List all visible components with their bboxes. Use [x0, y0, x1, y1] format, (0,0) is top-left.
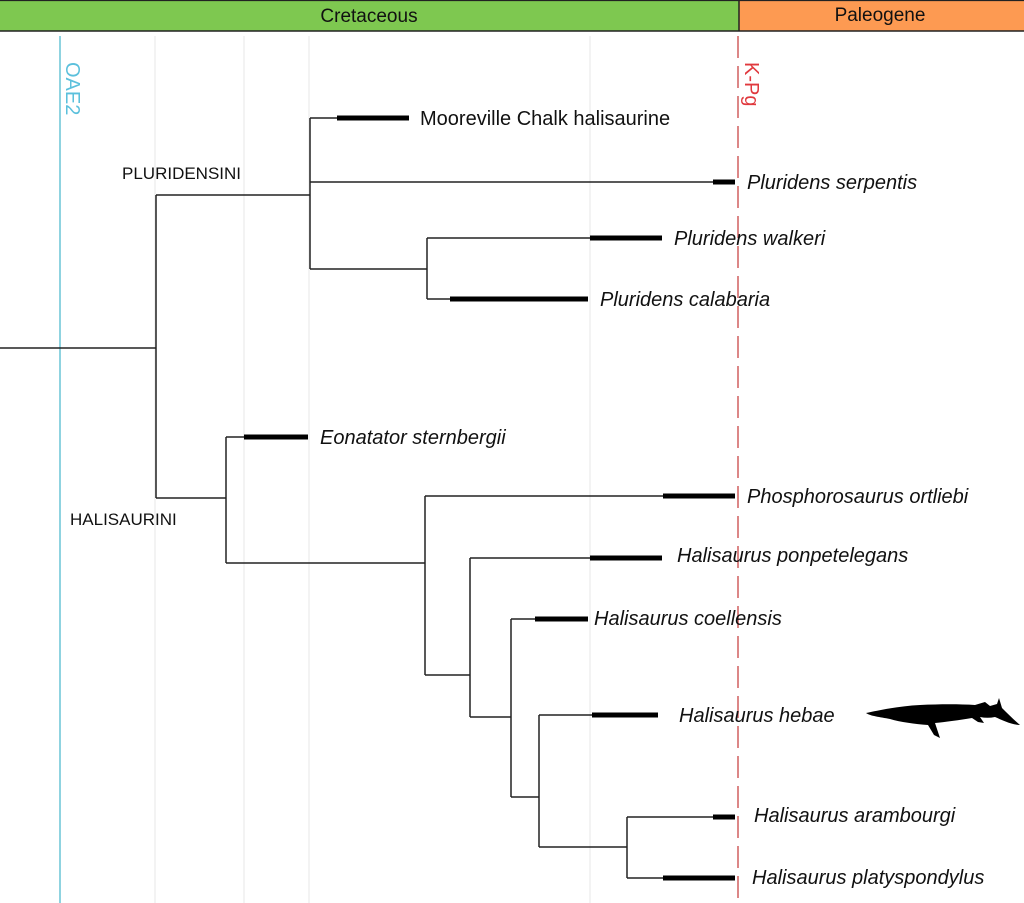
taxon-label: Halisaurus coellensis [594, 608, 782, 630]
period-bar: Cretaceous Paleogene [0, 0, 1024, 32]
tree-branches [0, 117, 713, 879]
clade-label-pluridensini: PLURIDENSINI [122, 164, 241, 183]
taxon-label: Halisaurus platyspondylus [752, 867, 984, 889]
period-paleogene [739, 0, 1024, 31]
taxon-label: Mooreville Chalk halisaurine [420, 108, 670, 130]
kpg-label: K-Pg [740, 62, 762, 106]
taxon-label: Halisaurus arambourgi [754, 805, 956, 827]
oae2-label: OAE2 [61, 62, 83, 115]
taxon-label: Pluridens calabaria [600, 289, 770, 311]
taxon-label: Halisaurus hebae [679, 705, 835, 727]
range-bars [244, 115, 735, 881]
clade-label-halisaurini: HALISAURINI [70, 510, 177, 529]
taxon-label: Phosphorosaurus ortliebi [747, 486, 969, 508]
period-label-cretaceous: Cretaceous [320, 6, 417, 27]
taxon-label: Eonatator sternbergii [320, 427, 506, 449]
mosasaur-silhouette-icon [866, 698, 1020, 738]
time-gridlines [154, 36, 591, 903]
taxon-label: Pluridens serpentis [747, 172, 917, 194]
taxon-label: Halisaurus ponpetelegans [677, 545, 908, 567]
period-cretaceous [0, 0, 739, 31]
taxon-label: Pluridens walkeri [674, 228, 826, 250]
period-label-paleogene: Paleogene [835, 5, 926, 26]
